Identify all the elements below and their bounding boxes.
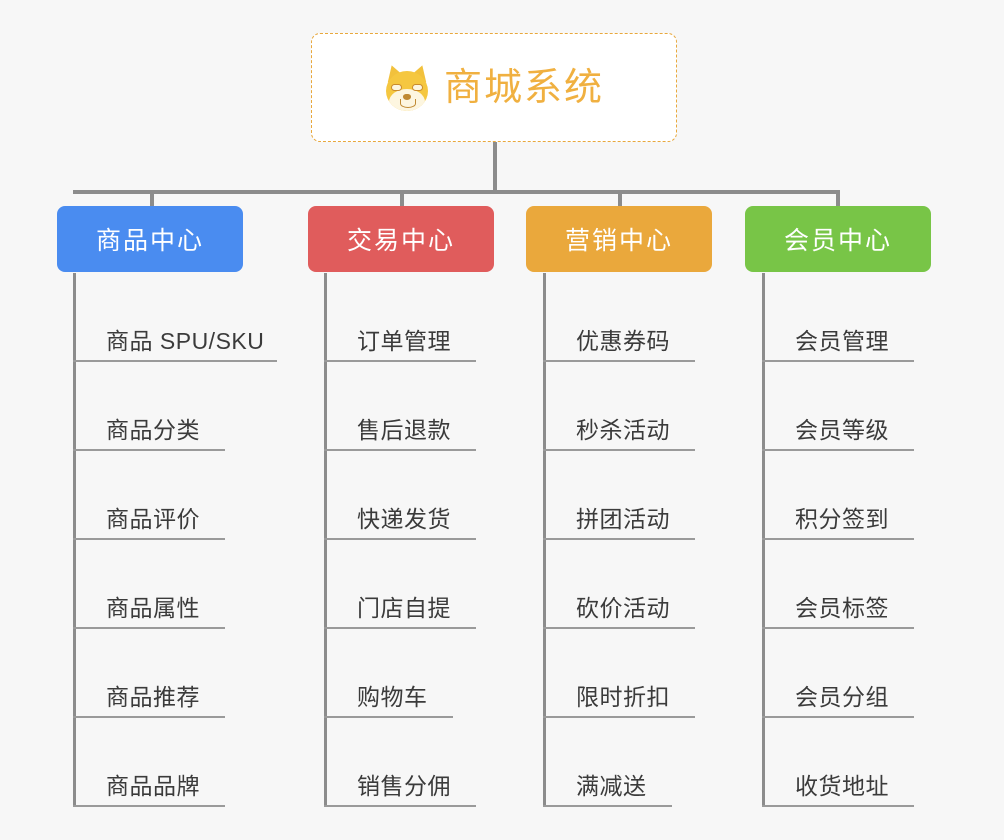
list-item-label: 会员分组 — [795, 684, 889, 710]
list-item-rule — [762, 627, 914, 629]
list-item-rule — [73, 805, 225, 807]
list-item[interactable]: 商品分类 — [73, 362, 264, 451]
list-item-rule — [324, 360, 476, 362]
root-label: 商城系统 — [443, 66, 604, 109]
branch-header-marketing[interactable]: 营销中心 — [526, 206, 712, 272]
list-item-label: 商品 SPU/SKU — [106, 328, 265, 354]
list-item-label: 会员标签 — [795, 595, 889, 621]
list-item[interactable]: 优惠券码 — [543, 273, 695, 362]
list-item-rule — [762, 805, 914, 807]
branch-column-marketing: 优惠券码 秒杀活动 拼团活动 砍价活动 限时折扣 满减送 — [543, 273, 695, 807]
list-item[interactable]: 收货地址 — [762, 718, 914, 807]
list-item-rule — [73, 538, 225, 540]
list-item-rule — [762, 716, 914, 718]
list-item[interactable]: 会员分组 — [762, 629, 914, 718]
connector-drop-1 — [150, 190, 154, 208]
list-item-rule — [324, 449, 476, 451]
list-item[interactable]: 商品品牌 — [73, 718, 264, 807]
list-item-rule — [324, 805, 476, 807]
list-item-label: 会员等级 — [795, 417, 889, 443]
list-item-rule — [543, 805, 672, 807]
branch-header-label: 营销中心 — [564, 227, 673, 255]
root-node[interactable]: 商城系统 — [311, 33, 677, 142]
list-item-label: 购物车 — [357, 684, 428, 710]
list-item-label: 限时折扣 — [576, 684, 670, 710]
list-item-rule — [73, 360, 277, 362]
list-item-rule — [324, 538, 476, 540]
list-item[interactable]: 积分签到 — [762, 451, 914, 540]
list-item-label: 商品品牌 — [106, 773, 200, 799]
list-item[interactable]: 快递发货 — [324, 451, 476, 540]
list-item-rule — [73, 716, 225, 718]
list-item-rule — [543, 627, 695, 629]
list-item-rule — [324, 627, 476, 629]
list-item[interactable]: 限时折扣 — [543, 629, 695, 718]
list-item[interactable]: 砍价活动 — [543, 540, 695, 629]
list-item-rule — [762, 360, 914, 362]
branch-column-trade: 订单管理 售后退款 快递发货 门店自提 购物车 销售分佣 — [324, 273, 476, 807]
list-item-label: 订单管理 — [357, 328, 451, 354]
list-item[interactable]: 销售分佣 — [324, 718, 476, 807]
branch-header-label: 交易中心 — [346, 227, 455, 255]
list-item-label: 商品属性 — [106, 595, 200, 621]
list-item-rule — [543, 716, 695, 718]
list-item-rule — [324, 716, 453, 718]
list-item[interactable]: 商品推荐 — [73, 629, 264, 718]
list-item-label: 积分签到 — [795, 506, 889, 532]
list-item-label: 门店自提 — [357, 595, 451, 621]
list-item[interactable]: 秒杀活动 — [543, 362, 695, 451]
branch-column-member: 会员管理 会员等级 积分签到 会员标签 会员分组 收货地址 — [762, 273, 914, 807]
connector-root-stem — [493, 142, 497, 192]
list-item-label: 销售分佣 — [357, 773, 451, 799]
connector-root-bus — [73, 190, 839, 194]
branch-spine — [73, 273, 76, 807]
list-item-rule — [73, 449, 225, 451]
branch-column-product: 商品 SPU/SKU 商品分类 商品评价 商品属性 商品推荐 商品品牌 — [73, 273, 277, 807]
list-item[interactable]: 会员管理 — [762, 273, 914, 362]
list-item[interactable]: 购物车 — [324, 629, 453, 718]
list-item-rule — [73, 627, 225, 629]
branch-header-label: 商品中心 — [95, 227, 204, 255]
branch-header-member[interactable]: 会员中心 — [745, 206, 931, 272]
list-item-label: 会员管理 — [795, 328, 889, 354]
list-item-rule — [762, 538, 914, 540]
branch-header-label: 会员中心 — [783, 227, 892, 255]
branch-spine — [543, 273, 546, 807]
list-item[interactable]: 门店自提 — [324, 540, 476, 629]
branch-header-product[interactable]: 商品中心 — [57, 206, 243, 272]
list-item[interactable]: 满减送 — [543, 718, 672, 807]
connector-drop-3 — [618, 190, 622, 208]
list-item[interactable]: 商品属性 — [73, 540, 264, 629]
list-item-rule — [762, 449, 914, 451]
list-item[interactable]: 售后退款 — [324, 362, 476, 451]
list-item[interactable]: 商品 SPU/SKU — [73, 273, 277, 362]
list-item-rule — [543, 538, 695, 540]
list-item-label: 拼团活动 — [576, 506, 670, 532]
list-item-label: 秒杀活动 — [576, 417, 670, 443]
list-item[interactable]: 订单管理 — [324, 273, 476, 362]
list-item-label: 收货地址 — [795, 773, 889, 799]
list-item-label: 砍价活动 — [576, 595, 670, 621]
list-item[interactable]: 拼团活动 — [543, 451, 695, 540]
list-item-label: 满减送 — [576, 773, 647, 799]
list-item-rule — [543, 449, 695, 451]
branch-spine — [324, 273, 327, 807]
list-item[interactable]: 商品评价 — [73, 451, 264, 540]
list-item[interactable]: 会员等级 — [762, 362, 914, 451]
connector-drop-2 — [400, 190, 404, 208]
list-item-label: 商品分类 — [106, 417, 200, 443]
list-item-label: 售后退款 — [357, 417, 451, 443]
list-item-label: 商品推荐 — [106, 684, 200, 710]
connector-drop-4 — [836, 190, 840, 208]
list-item-label: 快递发货 — [357, 506, 451, 532]
branch-header-trade[interactable]: 交易中心 — [308, 206, 494, 272]
branch-spine — [762, 273, 765, 807]
list-item-label: 商品评价 — [106, 506, 200, 532]
list-item-label: 优惠券码 — [576, 328, 670, 354]
list-item[interactable]: 会员标签 — [762, 540, 914, 629]
list-item-rule — [543, 360, 695, 362]
shiba-dog-face-icon — [383, 62, 431, 111]
